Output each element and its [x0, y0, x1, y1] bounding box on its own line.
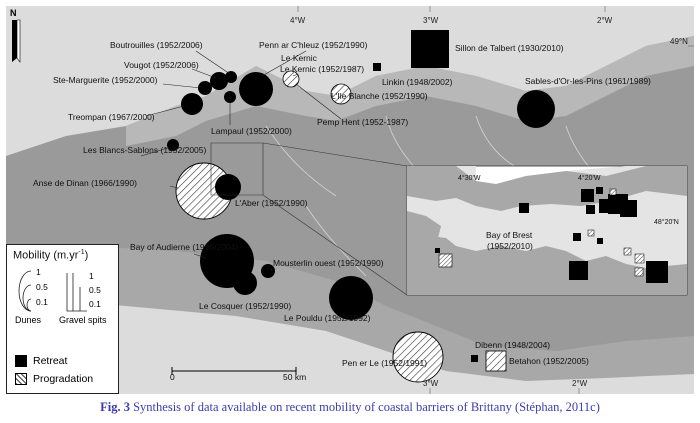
tick-lon-2w-bottom: 2°W [572, 379, 588, 388]
north-arrow-icon [12, 19, 21, 63]
site-treompan [181, 93, 203, 115]
graticule [297, 6, 694, 394]
site-ile-blanche [330, 83, 352, 105]
map-frame: 4°W 3°W 2°W 3°W 2°W 49°N N Boutrouilles … [6, 6, 694, 394]
label-ste-marguerite: Ste-Marguerite (1952/2000) [53, 75, 158, 85]
north-coast-shading [126, 36, 694, 146]
label-le-pouldu: Le Pouldu (1952/1992) [284, 313, 371, 323]
site-dibenn [471, 355, 478, 362]
legend-progradation-label: Progradation [33, 373, 94, 385]
legend-retreat-label: Retreat [33, 355, 68, 367]
inset-bay-of-brest [406, 165, 688, 296]
site-betahon [485, 350, 507, 372]
label-le-kernic-name: Le Kernic [281, 53, 318, 63]
site-lampaul [224, 91, 236, 103]
label-laber: L'Aber (1952/1990) [235, 198, 308, 208]
inset-title-line1: Bay of Brest [486, 230, 533, 240]
site-le-cosquer [233, 271, 257, 295]
legend-dune-v3: 0.1 [36, 297, 48, 307]
caption-label: Fig. 3 [100, 400, 130, 414]
legend-dune-v2: 0.5 [36, 282, 48, 292]
label-anse-de-dinan: Anse de Dinan (1966/1990) [33, 178, 137, 188]
legend-spit-v3: 0.1 [89, 299, 101, 309]
tick-lat-49n: 49°N [670, 37, 688, 46]
tick-lon-2w: 2°W [597, 16, 613, 25]
site-penn-ar-chleuz [239, 72, 273, 106]
label-treompan: Treompan (1967/2000) [68, 112, 155, 122]
inset-tick-lat: 48°20'N [654, 218, 679, 226]
caption-text: Synthesis of data available on recent mo… [133, 400, 600, 414]
legend-progradation-swatch [15, 373, 27, 385]
tick-lon-4w: 4°W [290, 16, 306, 25]
label-vougot: Vougot (1952/2006) [124, 60, 199, 70]
inset-tick-lon1: 4°30'W [458, 174, 481, 182]
site-sillon-de-talbert [411, 30, 449, 68]
label-ile-blanche: L'Ile Blanche (1952/1990) [331, 91, 428, 101]
leader-lines [140, 50, 342, 272]
rivers [265, 115, 617, 277]
legend-dune-v1: 1 [36, 267, 41, 277]
scale-end: 50 km [283, 372, 306, 382]
figure-caption: Fig. 3 Synthesis of data available on re… [0, 400, 700, 415]
legend: Mobility (m.yr-1) 1 0.5 0.1 1 0.5 0.1 Du… [6, 244, 119, 394]
inset-tick-lon2: 4°20'W [578, 174, 601, 182]
site-pen-er-le [392, 331, 444, 383]
tick-lon-3w-bottom: 3°W [423, 379, 439, 388]
site-boutrouilles [225, 71, 237, 83]
inset-title-dates: (1952/2010) [487, 241, 533, 251]
label-les-blancs-sablons: Les Blancs-Sablons (1952/2005) [83, 145, 206, 155]
site-ste-marguerite [198, 81, 212, 95]
legend-dunes-label: Dunes [15, 315, 42, 325]
label-lampaul: Lampaul (1952/2000) [211, 126, 292, 136]
label-boutrouilles: Boutrouilles (1952/2006) [110, 40, 203, 50]
label-pen-er-le: Pen er Le (1952/1991) [342, 358, 427, 368]
brittany-map: 4°W 3°W 2°W 3°W 2°W 49°N N Boutrouilles … [6, 6, 694, 394]
site-mousterlin-ouest [261, 264, 275, 278]
north-label: N [10, 8, 17, 18]
label-sables-dor: Sables-d'Or-les-Pins (1961/1989) [525, 76, 651, 86]
legend-title-text: Mobility (m.yr [13, 249, 79, 262]
label-linkin: Linkin (1948/2002) [382, 77, 453, 87]
legend-title-end: ) [84, 249, 89, 262]
site-laber [215, 174, 241, 200]
site-les-blancs-sablons [167, 139, 179, 151]
label-pemp-hent: Pemp Hent (1952-1987) [317, 117, 408, 127]
label-betahon: Betahon (1952/2005) [509, 356, 589, 366]
legend-spit-v1: 1 [89, 271, 94, 281]
crozon-peninsula [6, 196, 156, 231]
site-linkin [373, 63, 381, 71]
legend-spit-v2: 0.5 [89, 285, 101, 295]
label-penn-ar-chleuz: Penn ar C'hleuz (1952/1990) [259, 40, 368, 50]
legend-spits-label: Gravel spits [59, 315, 107, 325]
label-mousterlin-ouest: Mousterlin ouest (1952/1990) [273, 258, 384, 268]
label-bay-of-audierne: Bay of Audierne (1990/2004) [130, 242, 238, 252]
scale-start: 0 [170, 372, 175, 382]
label-le-kernic: Le Kernic (1952/1987) [280, 64, 364, 74]
label-dibenn: Dibenn (1948/2004) [475, 340, 550, 350]
legend-title: Mobility (m.yr-1) [13, 249, 88, 262]
inset-connector [210, 142, 408, 296]
site-le-pouldu [329, 276, 373, 320]
label-le-cosquer: Le Cosquer (1952/1990) [199, 301, 291, 311]
legend-retreat-swatch [15, 355, 27, 367]
legend-title-sup: -1 [78, 249, 85, 256]
label-sillon-de-talbert: Sillon de Talbert (1930/2010) [455, 43, 564, 53]
legend-dune-arcs [18, 270, 32, 312]
sea-south [6, 296, 694, 394]
tick-lon-3w: 3°W [423, 16, 439, 25]
site-vougot [210, 72, 228, 90]
scale-bar [171, 367, 297, 375]
site-sables-dor-les-pins [517, 90, 555, 128]
legend-spit-brackets [66, 273, 87, 312]
legend-symbols [18, 270, 87, 312]
